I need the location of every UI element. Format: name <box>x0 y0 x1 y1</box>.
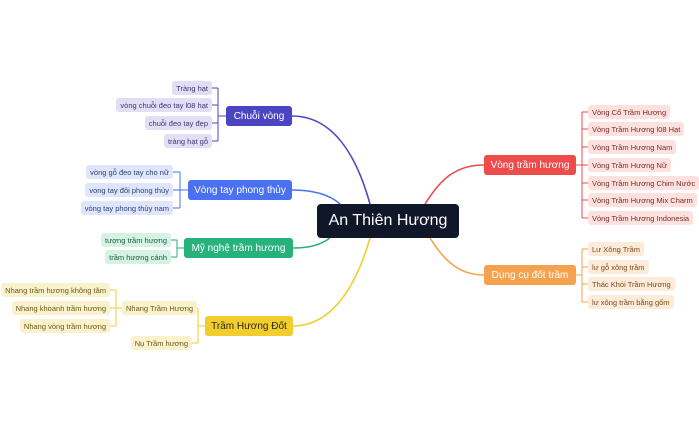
leaf-vong-nu[interactable]: Vòng Trầm Hương Nữ <box>588 158 671 172</box>
leaf-tram-huong-canh[interactable]: trầm hương cảnh <box>105 250 171 264</box>
leaf-vong-co[interactable]: Vòng Cổ Trầm Hương <box>588 105 671 119</box>
leaf-lu-xong-gom[interactable]: lư xông trầm bằng gốm <box>588 295 674 309</box>
leaf-nhang-khoanh[interactable]: Nhang khoanh trầm hương <box>11 301 110 315</box>
leaf-thac-khoi[interactable]: Thác Khói Trầm Hương <box>588 277 675 291</box>
branch-tram-huong-dot[interactable]: Trầm Hương Đốt <box>205 316 293 336</box>
leaf-nhang-tram-huong[interactable]: Nhang Trầm Hương <box>122 301 198 315</box>
leaf-lu-go-xong-tram[interactable]: lư gỗ xông trầm <box>588 260 649 274</box>
branch-vong-tay-phong-thuy[interactable]: Vòng tay phong thủy <box>188 180 292 200</box>
root-node[interactable]: An Thiên Hương <box>317 204 459 238</box>
leaf-tuong-tram-huong[interactable]: tượng trầm hương <box>101 233 171 247</box>
leaf-chuoi-deo-tay-dep[interactable]: chuỗi đeo tay đẹp <box>144 116 212 130</box>
leaf-nhang-vong[interactable]: Nhang vòng trầm hương <box>19 319 110 333</box>
leaf-lu-xong-tram[interactable]: Lư Xông Trầm <box>588 242 644 256</box>
leaf-nu-tram-huong[interactable]: Nụ Trầm hương <box>130 336 192 350</box>
leaf-trang-hat-go[interactable]: tràng hạt gỗ <box>163 134 212 148</box>
leaf-vong-chim-nuoc[interactable]: Vòng Trầm Hương Chim Nước <box>588 176 699 190</box>
leaf-nhang-khong-tam[interactable]: Nhang trầm hương không tăm <box>1 283 110 297</box>
leaf-vong-mix-charm[interactable]: Vòng Trầm Hương Mix Charm <box>588 193 697 207</box>
leaf-vong-108-hat[interactable]: Vòng Trầm Hương l08 Hạt <box>588 122 685 136</box>
leaf-vong-go-deo-tay-nu[interactable]: vòng gỗ đeo tay cho nữ <box>86 165 173 179</box>
leaf-vong-chuoi-108[interactable]: vòng chuỗi đeo tay l08 hạt <box>116 98 212 112</box>
branch-dung-cu-dot-tram[interactable]: Dụng cụ đốt trầm <box>484 265 576 285</box>
branch-chuoi-vong[interactable]: Chuỗi vòng <box>226 106 292 126</box>
leaf-vong-nam[interactable]: Vòng Trầm Hương Nam <box>588 140 677 154</box>
leaf-vong-indonesia[interactable]: Vòng Trầm Hương Indonesia <box>588 211 694 225</box>
branch-vong-tram-huong[interactable]: Vòng trầm hương <box>484 155 576 175</box>
leaf-vong-tay-nam[interactable]: vòng tay phong thủy nam <box>80 201 173 215</box>
branch-my-nghe-tram-huong[interactable]: Mỹ nghệ trầm hương <box>184 238 293 258</box>
leaf-trang-hat[interactable]: Tràng hạt <box>172 81 212 95</box>
leaf-vong-tay-doi[interactable]: vong tay đôi phong thủy <box>85 183 173 197</box>
